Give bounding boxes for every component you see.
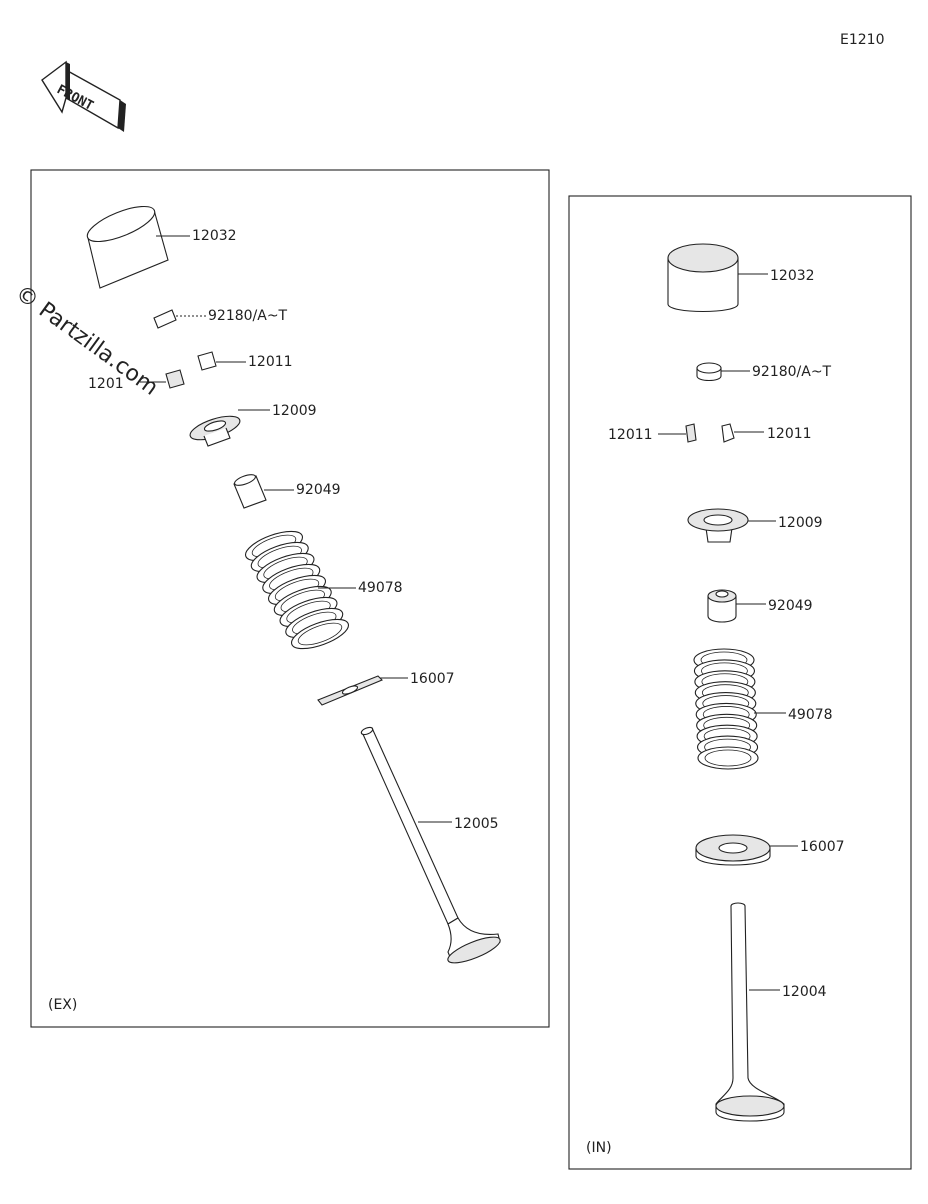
spring-coil-inner [704, 749, 752, 767]
in-shim-label: 92180/A~T [752, 364, 832, 380]
exhaust-panel-tag: (EX) [48, 997, 77, 1013]
in-cotter-left-label: 12011 [608, 427, 653, 443]
in-cotter-left [658, 423, 697, 443]
front-arrow-icon: FRONT [41, 60, 126, 132]
in-tappet [667, 243, 768, 313]
in-stem-seal [707, 589, 766, 623]
ex-cotter-left [140, 369, 185, 389]
ex-seat [317, 675, 408, 706]
ex-tappet-label: 12032 [192, 228, 237, 244]
exhaust-panel-border [30, 169, 550, 1028]
in-shim [696, 362, 750, 382]
ex-valve [360, 726, 501, 964]
spring-coil [291, 618, 349, 650]
ex-seat-label: 16007 [410, 671, 455, 687]
diagram-code: E1210 [840, 32, 884, 48]
in-cotter-right-label: 12011 [767, 426, 812, 442]
in-retainer [687, 508, 776, 543]
exhaust-panel: 12032 92180/A~T 12011 1201 12009 [30, 169, 550, 1028]
in-seat-label: 16007 [800, 839, 845, 855]
in-spring [693, 648, 759, 770]
intake-panel-tag: (IN) [586, 1140, 612, 1156]
in-retainer-label: 12009 [778, 515, 823, 531]
ex-stem-seal-label: 92049 [296, 482, 341, 498]
in-seat [695, 834, 798, 866]
ex-valve-label: 12005 [454, 816, 499, 832]
ex-shim [153, 309, 206, 329]
spring-coil [697, 746, 759, 770]
ex-cotter-right [197, 351, 246, 371]
watermark: © Partzilla.com [10, 281, 162, 401]
in-valve [715, 902, 785, 1122]
in-cotter-right [721, 423, 764, 443]
ex-tappet [86, 205, 190, 289]
ex-cotter-right-label: 12011 [248, 354, 293, 370]
ex-retainer-label: 12009 [272, 403, 317, 419]
in-valve-label: 12004 [782, 984, 827, 1000]
intake-panel-border [568, 195, 912, 1170]
spring-coil-inner [297, 622, 343, 646]
ex-cotter-left-label: 1201 [88, 376, 124, 392]
in-tappet-label: 12032 [770, 268, 815, 284]
intake-panel: 12032 92180/A~T 12011 12011 12009 [568, 195, 912, 1170]
ex-shim-label: 92180/A~T [208, 308, 288, 324]
in-spring-label: 49078 [788, 707, 833, 723]
ex-stem-seal [233, 474, 294, 509]
in-stem-seal-label: 92049 [768, 598, 813, 614]
ex-retainer [189, 409, 270, 447]
ex-spring [245, 530, 349, 650]
ex-spring-label: 49078 [358, 580, 403, 596]
